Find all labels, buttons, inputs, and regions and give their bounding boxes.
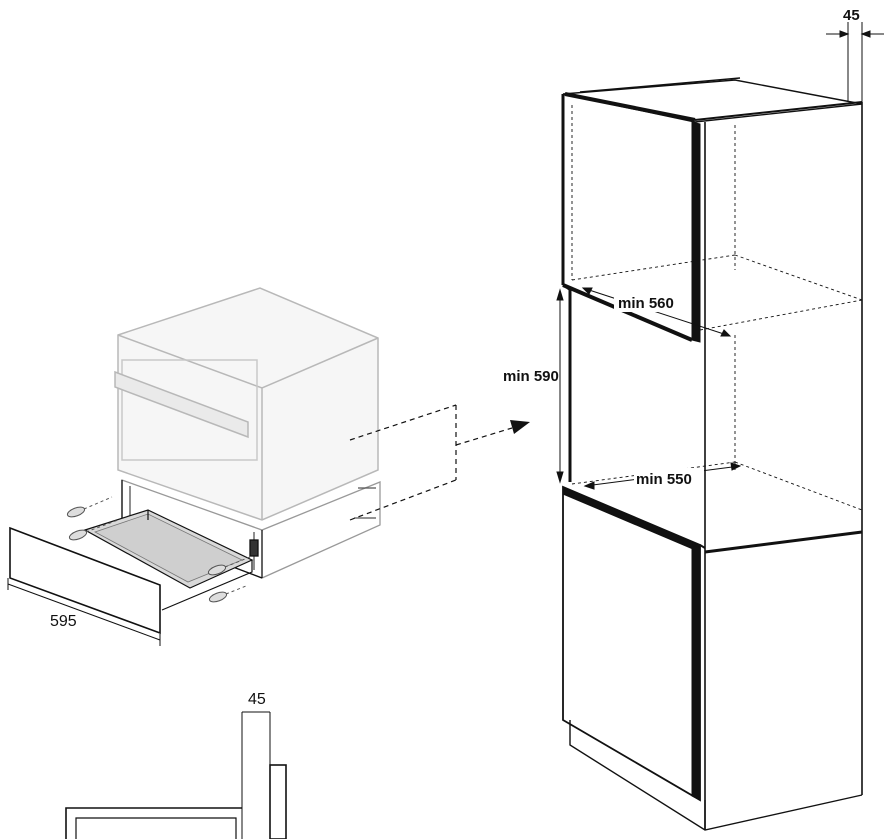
screw-icon [68, 519, 119, 541]
oven-assembly: 595 [7, 287, 381, 646]
upper-width-label: min 560 [618, 295, 674, 312]
niche-height-label: min 590 [503, 368, 559, 385]
drawer-front [9, 526, 161, 635]
screw-icon [207, 556, 251, 576]
top-gap-label: 45 [843, 7, 860, 24]
insertion-arrow-icon [510, 420, 530, 434]
screw-icon [208, 585, 247, 603]
top-gap-dimension [826, 22, 884, 102]
bottom-gap-label: 45 [248, 691, 266, 708]
insertion-path [349, 404, 513, 521]
tall-cabinet [561, 77, 863, 831]
mounting-screws [66, 496, 251, 603]
screw-icon [66, 496, 113, 518]
niche-height-dimension [556, 288, 564, 484]
lower-width-label: min 550 [636, 471, 692, 488]
drawer-width-label: 595 [50, 613, 77, 630]
drawer-width-dimension [7, 578, 161, 646]
oven-ghost [114, 287, 379, 521]
bottom-detail [65, 711, 287, 839]
